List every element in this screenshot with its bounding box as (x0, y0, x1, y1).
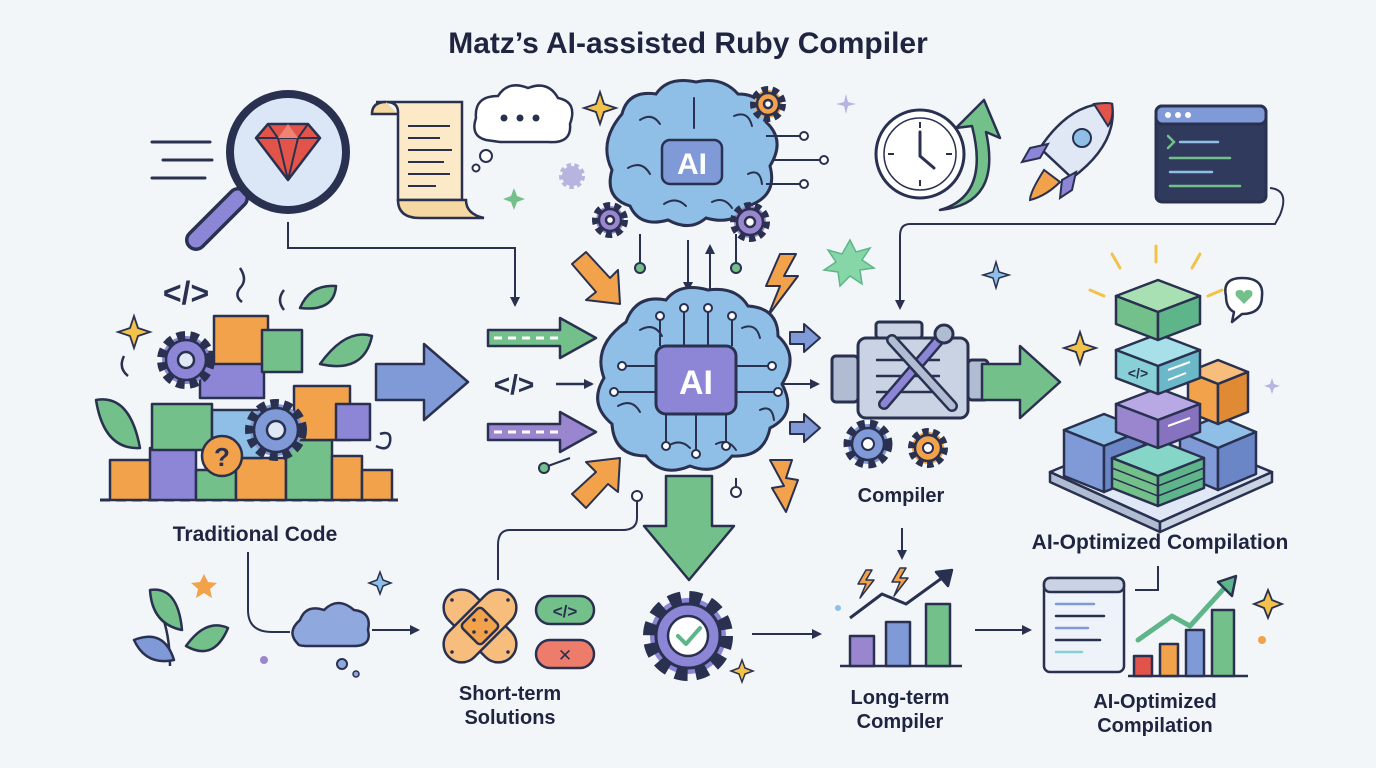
optimized-report-chart-icon (1042, 574, 1248, 678)
scroll-document-icon (370, 100, 485, 220)
input-code-tag-glyph: </> (494, 369, 534, 400)
sparkle-icon (115, 313, 153, 351)
node-dots (538, 457, 742, 502)
gears-top-icon (559, 86, 786, 242)
sparkle-icon (836, 94, 856, 114)
decorative-sparkles (115, 89, 1285, 685)
starburst-icon (821, 238, 877, 288)
rocket-icon (1020, 102, 1114, 202)
sparkle-icon (503, 188, 525, 210)
diagonal-arrows (571, 251, 621, 509)
connector-traditional-to-cloud (247, 552, 290, 633)
label-long-term-line1: Long-term (850, 687, 950, 709)
connector-lines (247, 187, 1285, 639)
sparkle-icon (1264, 378, 1280, 394)
error-pill-badge: ✕ (534, 638, 596, 670)
thought-bubble-icon (471, 84, 574, 173)
compiler-gears-icon (843, 419, 948, 469)
error-pill-glyph: ✕ (558, 646, 572, 666)
sparkle-icon (581, 89, 619, 127)
arrow-compiler-to-stack (980, 344, 1062, 420)
label-compiler: Compiler (857, 485, 945, 507)
label-long-term-line2: Compiler (856, 711, 944, 733)
sparkle-icon (366, 569, 394, 597)
traditional-code-pile: ? </> (94, 267, 400, 502)
check-gear-icon (643, 591, 733, 681)
leaf-icon (94, 398, 142, 450)
optimized-block-stack: </> (1048, 244, 1274, 534)
clock-speed-icon (874, 98, 1002, 212)
label-short-term-line1: Short-term (458, 683, 562, 705)
plant-leaves-icon (132, 588, 230, 667)
sparkle-icon (980, 259, 1012, 291)
leaf-icon (298, 284, 338, 310)
arrow-traditional-to-ai (374, 342, 470, 422)
long-term-chart-icon (840, 567, 962, 668)
label-short-term-line2: Solutions (464, 707, 556, 729)
label-long-term-compiler: Long-term Compiler (820, 686, 980, 734)
label-short-term-solutions: Short-term Solutions (420, 682, 600, 730)
stack-code-tag-glyph: </> (1128, 365, 1148, 381)
sparkle-icon (728, 657, 756, 685)
code-pill-glyph: </> (553, 602, 578, 621)
label-traditional-code: Traditional Code (172, 523, 338, 546)
diagram-title: Matz’s AI-assisted Ruby Compiler (448, 27, 928, 60)
leaf-icon (318, 333, 374, 368)
label-ai-optimized-line2: Compilation (1097, 715, 1213, 737)
code-pill-badge: </> (534, 594, 596, 626)
code-tag-glyph: </> (163, 275, 209, 311)
brain-center-icon: AI (596, 286, 792, 472)
question-mark-glyph: ? (214, 442, 230, 472)
label-ai-optimized-compilation-top: AI-Optimized Compilation (1031, 531, 1289, 554)
connector-brain-to-patch (497, 500, 638, 580)
label-ai-optimized-compilation-bottom: AI-Optimized Compilation (1050, 690, 1260, 738)
connector-magnifier-to-arrows (287, 222, 520, 307)
brain-top-icon: AI (605, 79, 829, 227)
sparkle-icon (1061, 329, 1099, 367)
sparkle-icon (1251, 587, 1285, 621)
brain-top-label: AI (677, 148, 707, 181)
lightning-icons (765, 253, 799, 513)
brain-center-label: AI (679, 364, 713, 402)
compiler-engine-icon (830, 320, 990, 420)
connector-topcluster-to-report (1135, 566, 1159, 591)
label-ai-optimized-line1: AI-Optimized (1093, 691, 1217, 713)
input-arrows: </> (486, 316, 598, 454)
output-arrows (782, 323, 821, 443)
terminal-window-icon (1154, 104, 1268, 204)
arrow-ai-to-gear (642, 474, 736, 582)
bandage-patch-icon (442, 588, 518, 664)
cloud-icon (291, 601, 370, 678)
brain-links (634, 234, 742, 296)
connector-terminal-to-compiler (895, 187, 1285, 310)
magnifier-ruby-icon (150, 90, 350, 251)
star-icon (191, 574, 217, 598)
